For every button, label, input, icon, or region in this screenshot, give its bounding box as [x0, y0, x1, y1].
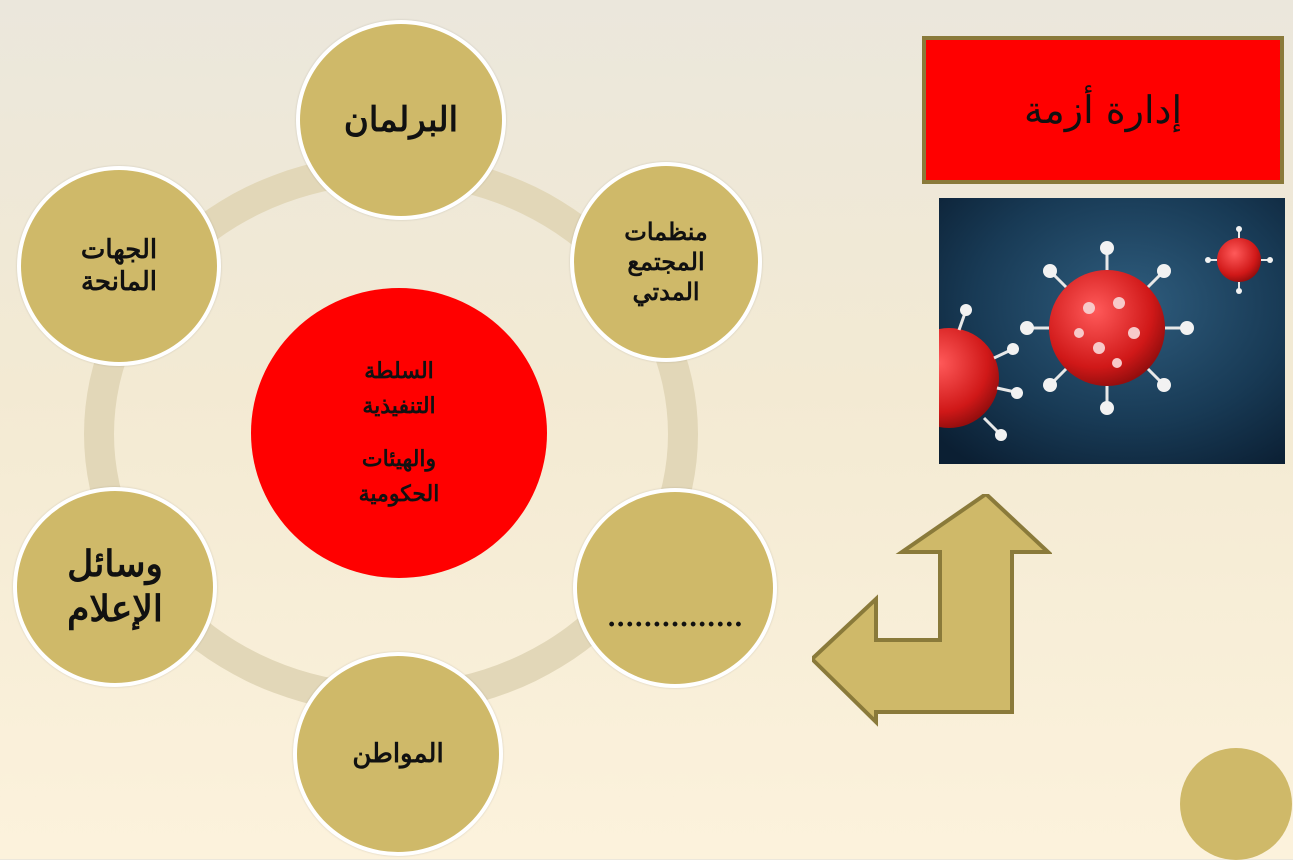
center-line-4: الحكومية — [358, 481, 440, 508]
decorative-circle — [1180, 748, 1292, 860]
node-donors-line-1: الجهات — [80, 234, 158, 265]
center-line-1: السلطة — [364, 357, 434, 384]
crisis-management-title: إدارة أزمة — [922, 36, 1284, 184]
virus-center-icon — [1049, 270, 1165, 386]
node-placeholder-label: ............... — [607, 602, 743, 633]
node-media-line-1: وسائل — [67, 543, 163, 585]
node-civil-society-line-3: المدتي — [632, 277, 700, 306]
node-civil-society: منظمات المجتمع المدتي — [570, 162, 762, 362]
node-citizen: المواطن — [293, 652, 503, 856]
center-line-2: التنفيذية — [362, 392, 436, 419]
node-parliament-label: البرلمان — [343, 99, 459, 140]
node-parliament: البرلمان — [296, 20, 506, 220]
bent-arrow-icon — [812, 494, 1052, 727]
virus-left-icon — [939, 328, 999, 428]
node-media: وسائل الإعلام — [13, 487, 217, 687]
node-donors-line-2: المانحة — [80, 267, 158, 297]
node-donors: الجهات المانحة — [17, 166, 221, 366]
virus-small-icon — [1217, 238, 1261, 282]
node-media-line-2: الإعلام — [67, 588, 163, 630]
center-node-executive-authority: السلطة التنفيذية والهيئات الحكومية — [251, 288, 547, 578]
coronavirus-image — [939, 198, 1285, 464]
crisis-management-title-text: إدارة أزمة — [1024, 88, 1183, 132]
center-line-3: والهيئات — [361, 446, 437, 472]
node-citizen-label: المواطن — [352, 738, 444, 769]
node-civil-society-line-1: منظمات — [624, 217, 708, 246]
node-civil-society-line-2: المجتمع — [627, 247, 705, 276]
node-placeholder: ............... — [573, 488, 777, 688]
